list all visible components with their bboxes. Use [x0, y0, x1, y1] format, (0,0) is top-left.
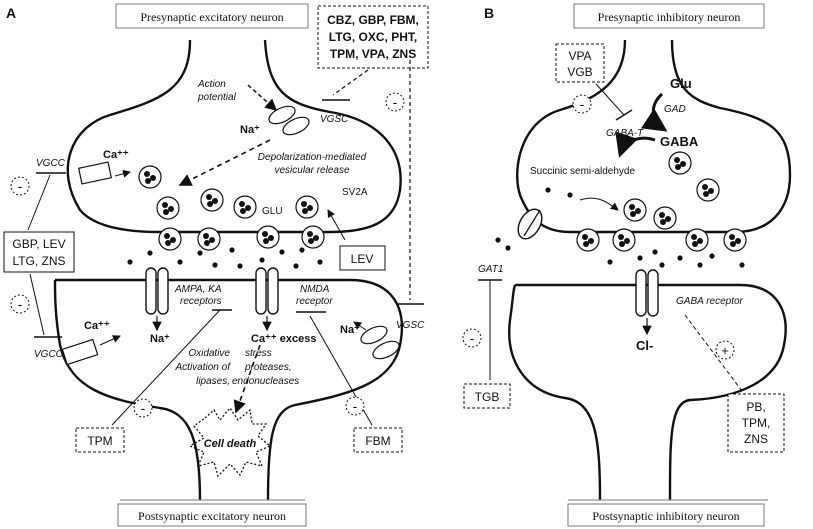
postsynaptic-inhibitory-title: Postsynaptic inhibitory neuron [592, 509, 739, 523]
oxidative-line-2: Activation of [175, 362, 232, 373]
gbp-lev-box [3, 231, 75, 273]
minus-sign-vpa: - [580, 96, 585, 112]
vgsc-channel-icon [268, 105, 296, 125]
panel-b: B Presynaptic inhibitory neuron Postsyna… [462, 3, 792, 527]
vgsc-pre-label: VGSC [320, 114, 349, 125]
drugs-to-vgsc-line [332, 69, 369, 96]
gaba-label: GABA [660, 134, 699, 149]
stress-line-2: proteases, [244, 362, 292, 373]
tpm-box [75, 427, 125, 453]
minus-sign-vgcc-pre: - [18, 178, 23, 194]
vgcc-pre-channel-icon [77, 161, 113, 185]
gad-arrow [640, 92, 668, 132]
panel-b-letter: B [484, 5, 494, 21]
postsynaptic-inhibitory-title-box [567, 503, 765, 527]
minus-sign-drugs: - [393, 94, 398, 110]
lev-label: LEV [351, 252, 374, 266]
gaba-t-arrow [615, 131, 656, 158]
vgsc-drugs-line-3: TPM, VPA, ZNS [330, 47, 416, 61]
presynaptic-inhibitory-title-box [573, 3, 765, 29]
fbm-label: FBM [365, 434, 390, 448]
tpm-inhibition-line [111, 309, 221, 426]
vgcc-post-label: VGCC [34, 349, 64, 360]
action-potential-line-2: potential [197, 92, 237, 103]
pb-label: PB, [746, 400, 765, 414]
glu-label: GLU [262, 206, 283, 217]
minus-sign-fbm: - [353, 398, 358, 414]
gaba-dots [495, 187, 745, 268]
vgsc-drugs-line-2: LTG, OXC, PHT, [329, 30, 417, 44]
presynaptic-inhibitory-title: Presynaptic inhibitory neuron [598, 10, 741, 24]
na-plus-pre: Na⁺ [240, 124, 260, 136]
minus-sign-vgcc-post: - [18, 296, 23, 312]
oxidative-line-1: Oxidative [188, 348, 230, 359]
glutamate-dots [127, 247, 323, 269]
stress-line-3: endonucleases [232, 376, 299, 387]
action-potential-line-1: Action [197, 79, 226, 90]
fbm-box [353, 427, 403, 453]
gad-label: GAD [664, 104, 686, 115]
cell-death-burst-icon [188, 406, 272, 478]
stress-line-1: stress [245, 348, 272, 359]
cell-death-label: Cell death [204, 438, 257, 450]
presynaptic-terminal-outline [66, 39, 402, 234]
pb-tpm-zns-box [727, 393, 785, 453]
nmda-line-1: NMDA [300, 284, 330, 295]
oxidative-line-3: lipases, [196, 376, 230, 387]
depolarization-line-2: vesicular release [274, 165, 349, 176]
vgb-label: VGB [567, 65, 592, 79]
vgsc-drugs-line-1: CBZ, GBP, FBM, [327, 13, 419, 27]
minus-sign-tgb: - [470, 330, 475, 346]
glu-b-label: Glu [670, 76, 692, 91]
cl-label: Cl- [636, 338, 653, 353]
depolarization-line-1: Depolarization-mediated [258, 152, 367, 163]
nmda-line-2: receptor [296, 296, 333, 307]
succinic-label: Succinic semi-aldehyde [530, 166, 635, 177]
ampa-receptor-icon [145, 267, 169, 315]
vgsc-post-label: VGSC [396, 320, 425, 331]
postsynaptic-terminal-outline [53, 278, 404, 501]
na-plus-post: Na⁺ [150, 333, 170, 345]
vpa-vgb-inhibition-line [595, 83, 625, 116]
minus-sign-tpm: - [141, 400, 146, 416]
postsynaptic-excitatory-title-box [117, 503, 307, 527]
zns-label: ZNS [744, 432, 768, 446]
tgb-label: TGB [475, 390, 500, 404]
tpm-b-label: TPM, [742, 416, 771, 430]
tpm-label: TPM [87, 434, 112, 448]
panel-a: A Presynaptic excitatory neuron Postsyna… [3, 3, 429, 527]
nmda-receptor-icon [255, 267, 279, 315]
gbp-lev-line-1: GBP, LEV [12, 237, 65, 251]
vgcc-post-channel-icon [61, 338, 99, 366]
pb-potentiation-line [684, 314, 746, 396]
tgb-box [463, 383, 511, 409]
plus-sign-pb: + [721, 343, 729, 358]
lev-box [339, 245, 386, 271]
ca-post: Ca⁺⁺ [84, 320, 110, 332]
ca-excess-label: Ca⁺⁺ excess [251, 333, 316, 345]
vgsc-drugs-box [317, 5, 429, 69]
gaba-receptor-icon [635, 269, 659, 317]
vgcc-pre-label: VGCC [36, 158, 66, 169]
ampa-line-2: receptors [180, 296, 222, 307]
presynaptic-excitatory-title-box [115, 3, 309, 29]
gat1-label: GAT1 [478, 264, 503, 275]
vpa-vgb-box [555, 43, 605, 83]
presynaptic-excitatory-title: Presynaptic excitatory neuron [140, 10, 283, 24]
sv2a-label: SV2A [342, 187, 368, 198]
ca-pre: Ca⁺⁺ [103, 149, 129, 161]
vpa-label: VPA [568, 49, 591, 63]
ampa-line-1: AMPA, KA [174, 284, 222, 295]
panel-a-letter: A [6, 5, 16, 21]
gbp-lev-line-2: LTG, ZNS [12, 254, 65, 268]
vgsc-post-channel-icon [360, 325, 388, 345]
na-plus-post-vgsc: Na⁺ [340, 324, 360, 336]
postsynaptic-inhibitory-outline [508, 283, 787, 501]
gaba-receptor-label: GABA receptor [676, 296, 744, 307]
postsynaptic-excitatory-title: Postsynaptic excitatory neuron [138, 509, 286, 523]
